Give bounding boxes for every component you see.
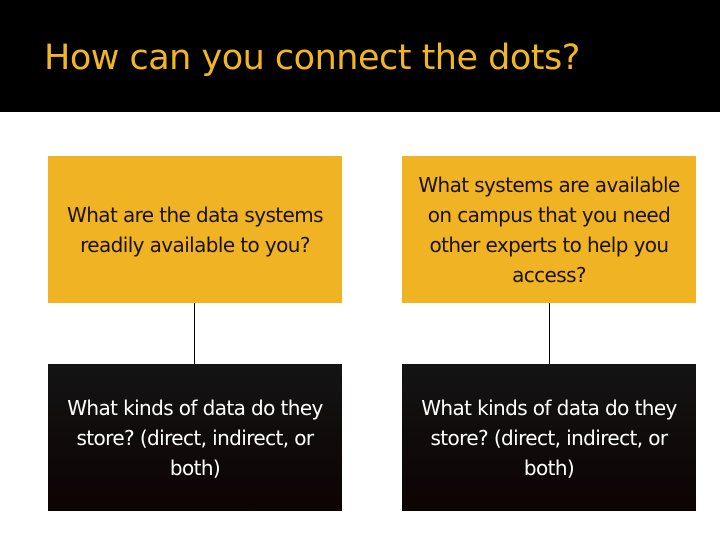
- box-data-kinds-left: What kinds of data do they store? (direc…: [48, 364, 342, 511]
- box-text: What are the data systems readily availa…: [67, 202, 324, 257]
- slide-title: How can you connect the dots?: [44, 38, 580, 78]
- title-bar: How can you connect the dots?: [0, 0, 720, 112]
- box-text: What kinds of data do they store? (direc…: [421, 395, 677, 480]
- connector-line-left: [194, 303, 195, 364]
- box-data-systems-available: What are the data systems readily availa…: [48, 156, 342, 303]
- box-text: What systems are available on campus tha…: [418, 172, 680, 287]
- box-systems-needing-experts: What systems are available on campus tha…: [402, 156, 696, 303]
- connector-line-right: [549, 303, 550, 364]
- box-data-kinds-right: What kinds of data do they store? (direc…: [402, 364, 696, 511]
- box-text: What kinds of data do they store? (direc…: [67, 395, 323, 480]
